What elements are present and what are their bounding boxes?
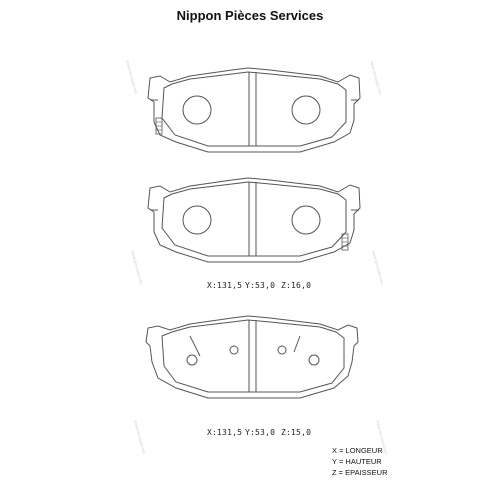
dimension-x-2: X:131,5 xyxy=(207,428,243,437)
legend-x: X = LONGEUR xyxy=(332,446,383,455)
dimension-x-1: X:131,5 xyxy=(207,281,243,290)
brake-pad-top xyxy=(147,67,361,153)
dimension-y-1: Y:53,0 xyxy=(245,281,276,290)
dimension-y-2: Y:53,0 xyxy=(245,428,276,437)
dimension-z-1: Z:16,0 xyxy=(281,281,312,290)
dimension-z-2: Z:15,0 xyxy=(281,428,312,437)
legend-z: Z = EPAISSEUR xyxy=(332,468,388,477)
brake-pad-middle xyxy=(147,177,361,263)
legend-y: Y = HAUTEUR xyxy=(332,457,382,466)
brake-pad-bottom xyxy=(145,315,359,399)
page-title: Nippon Pièces Services xyxy=(176,8,324,23)
